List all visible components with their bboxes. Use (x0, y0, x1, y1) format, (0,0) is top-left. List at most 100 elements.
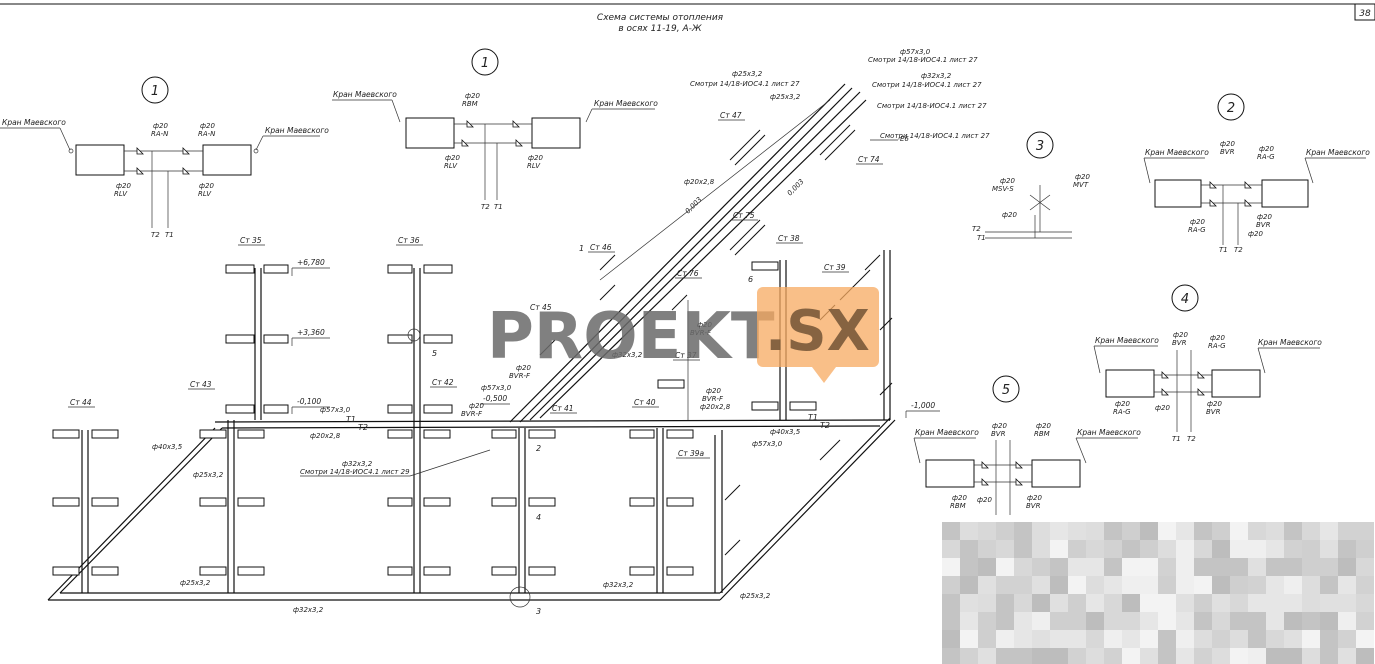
svg-text:MVT: MVT (1073, 181, 1089, 189)
svg-text:ф32х3,2: ф32х3,2 (342, 460, 373, 468)
pixel-cell (1050, 540, 1068, 558)
pixel-cell (1284, 648, 1302, 664)
pixel-cell (1104, 540, 1122, 558)
svg-text:ф25х3,2: ф25х3,2 (193, 471, 224, 479)
pixel-cell (1320, 612, 1338, 630)
pixel-cell (1050, 630, 1068, 648)
pixel-cell (1356, 594, 1374, 612)
svg-text:Ст 46: Ст 46 (590, 243, 612, 252)
detail-5: 5 Кран Маевского Кран Маевского ф20 BVR … (913, 375, 1141, 515)
svg-text:RA-G: RA-G (1113, 408, 1131, 416)
pixel-cell (1032, 630, 1050, 648)
svg-text:T1: T1 (165, 231, 174, 239)
pixel-cell (1266, 522, 1284, 540)
pixel-cell (1086, 576, 1104, 594)
pixel-cell (1014, 522, 1032, 540)
pixel-cell (1104, 630, 1122, 648)
svg-text:Ст 39а: Ст 39а (678, 449, 705, 458)
pixel-cell (1320, 540, 1338, 558)
detail-1a: 1 Кран Маевского Кран Маевского ф20 RA-N… (0, 76, 329, 239)
pixel-cell (1248, 558, 1266, 576)
svg-text:ф32х3,2: ф32х3,2 (921, 72, 952, 80)
pixel-cell (1194, 558, 1212, 576)
svg-text:Ст 76: Ст 76 (677, 269, 699, 278)
svg-text:ф20: ф20 (1027, 494, 1042, 502)
pixel-cell (1086, 612, 1104, 630)
pixel-cell (1068, 576, 1086, 594)
pixel-cell (978, 558, 996, 576)
svg-text:Ст 35: Ст 35 (240, 236, 262, 245)
pixel-cell (1266, 612, 1284, 630)
svg-text:T2: T2 (820, 421, 830, 430)
pixel-cell (1248, 522, 1266, 540)
pixel-cell (1158, 558, 1176, 576)
svg-text:T1: T1 (1219, 246, 1228, 254)
pixel-cell (1356, 540, 1374, 558)
pixel-cell (1140, 612, 1158, 630)
pixel-cell (978, 594, 996, 612)
pixel-cell (1212, 540, 1230, 558)
svg-text:ф25х3,2: ф25х3,2 (740, 592, 771, 600)
pixel-cell (942, 630, 960, 648)
pixel-cell (1212, 612, 1230, 630)
pixel-cell (1140, 558, 1158, 576)
pixel-cell (978, 612, 996, 630)
svg-text:Ст 43: Ст 43 (190, 380, 212, 389)
pixel-cell (1194, 540, 1212, 558)
crane-label: Кран Маевского (265, 126, 329, 135)
svg-text:6: 6 (748, 275, 753, 284)
pixel-cell (960, 540, 978, 558)
svg-text:Ст 40: Ст 40 (634, 398, 656, 407)
pixel-cell (1194, 594, 1212, 612)
pixel-cell (1194, 612, 1212, 630)
svg-text:2: 2 (536, 444, 541, 453)
pixel-cell (996, 594, 1014, 612)
svg-text:T1: T1 (494, 203, 503, 211)
pixel-cell (1194, 576, 1212, 594)
radiator (531, 117, 581, 149)
svg-text:ф20: ф20 (697, 321, 712, 329)
pixel-cell (1014, 576, 1032, 594)
pixel-cell (1356, 612, 1374, 630)
svg-text:ф20: ф20 (116, 182, 131, 190)
pixel-cell (1176, 522, 1194, 540)
pixel-cell (978, 540, 996, 558)
pixel-cell (1266, 594, 1284, 612)
pixel-cell (1284, 594, 1302, 612)
svg-text:Ст 41: Ст 41 (552, 404, 574, 413)
pixel-cell (960, 612, 978, 630)
pixel-cell (1050, 594, 1068, 612)
pixel-cell (1104, 522, 1122, 540)
svg-text:Смотри 14/18-ИОС4.1 лист 27: Смотри 14/18-ИОС4.1 лист 27 (872, 81, 982, 89)
pixel-cell (1338, 648, 1356, 664)
pixel-cell (1248, 576, 1266, 594)
svg-text:Ст 37: Ст 37 (675, 351, 697, 360)
detail-1b: 1 Кран Маевского Кран Маевского ф20 RBM … (332, 48, 658, 211)
pixel-cell (1302, 630, 1320, 648)
pixel-cell (1284, 630, 1302, 648)
pixel-cell (1356, 576, 1374, 594)
pixel-cell (1284, 540, 1302, 558)
pixel-cell (1320, 522, 1338, 540)
pixel-cell (1248, 612, 1266, 630)
pixel-cell (1338, 630, 1356, 648)
callout-2: 2 (1227, 101, 1235, 116)
svg-text:T2: T2 (481, 203, 490, 211)
pixel-cell (1248, 630, 1266, 648)
pixel-cell (1248, 594, 1266, 612)
svg-text:ф20х2,8: ф20х2,8 (310, 432, 341, 440)
svg-text:Смотри 14/18-ИОС4.1 лист 29: Смотри 14/18-ИОС4.1 лист 29 (300, 468, 410, 476)
svg-text:+6,780: +6,780 (297, 258, 325, 267)
pixel-cell (1014, 558, 1032, 576)
pixel-cell (1104, 612, 1122, 630)
svg-text:ф20: ф20 (465, 92, 480, 100)
pixel-cell (1050, 558, 1068, 576)
pixel-cell (960, 576, 978, 594)
pixel-cell (1194, 648, 1212, 664)
svg-text:Ст 44: Ст 44 (70, 398, 92, 407)
pixel-cell (1338, 594, 1356, 612)
pixel-cell (960, 630, 978, 648)
svg-text:ф20: ф20 (445, 154, 460, 162)
svg-text:Кран Маевского: Кран Маевского (1258, 338, 1322, 347)
pixel-cell (1230, 540, 1248, 558)
